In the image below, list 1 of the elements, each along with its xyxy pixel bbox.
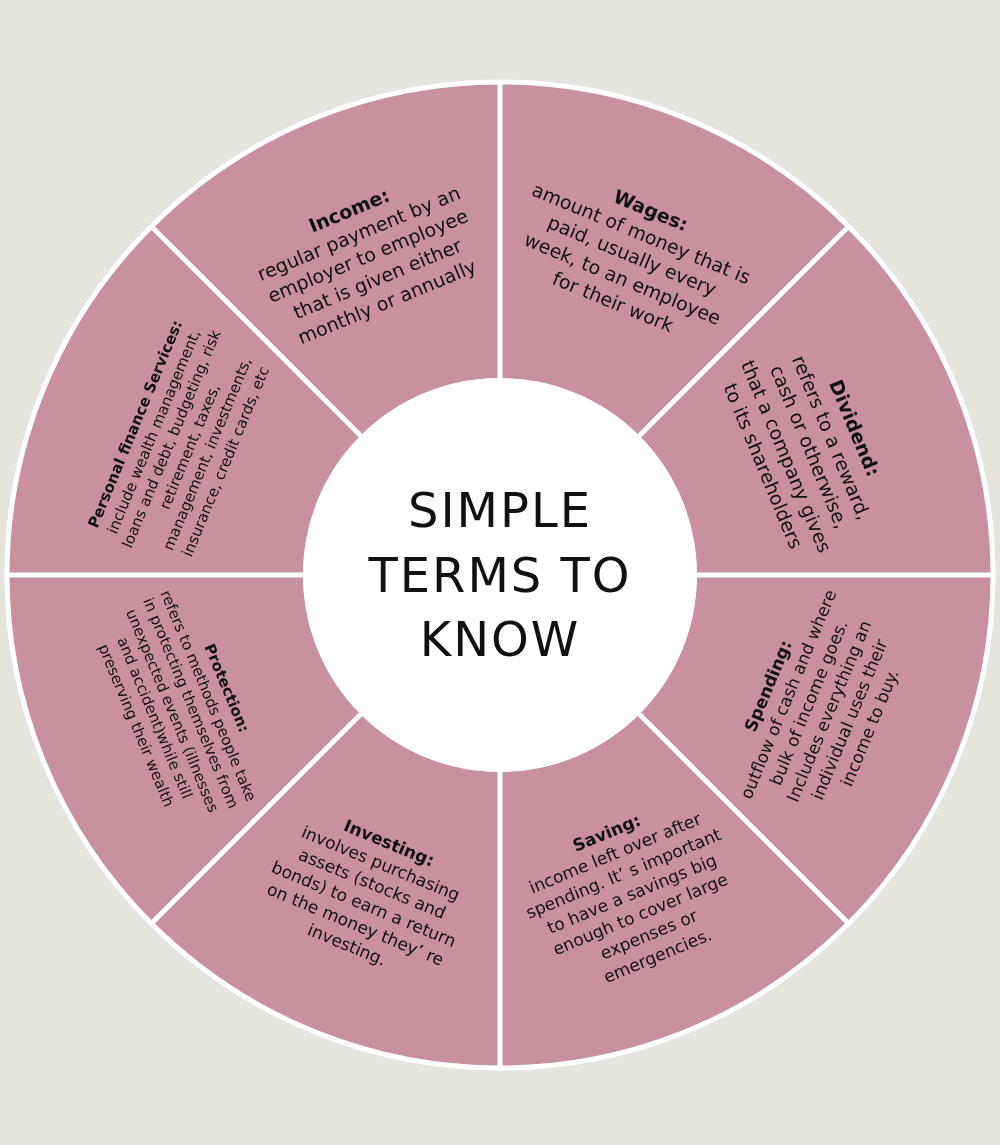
wheel-title: SIMPLE TERMS TO KNOW <box>367 480 633 670</box>
